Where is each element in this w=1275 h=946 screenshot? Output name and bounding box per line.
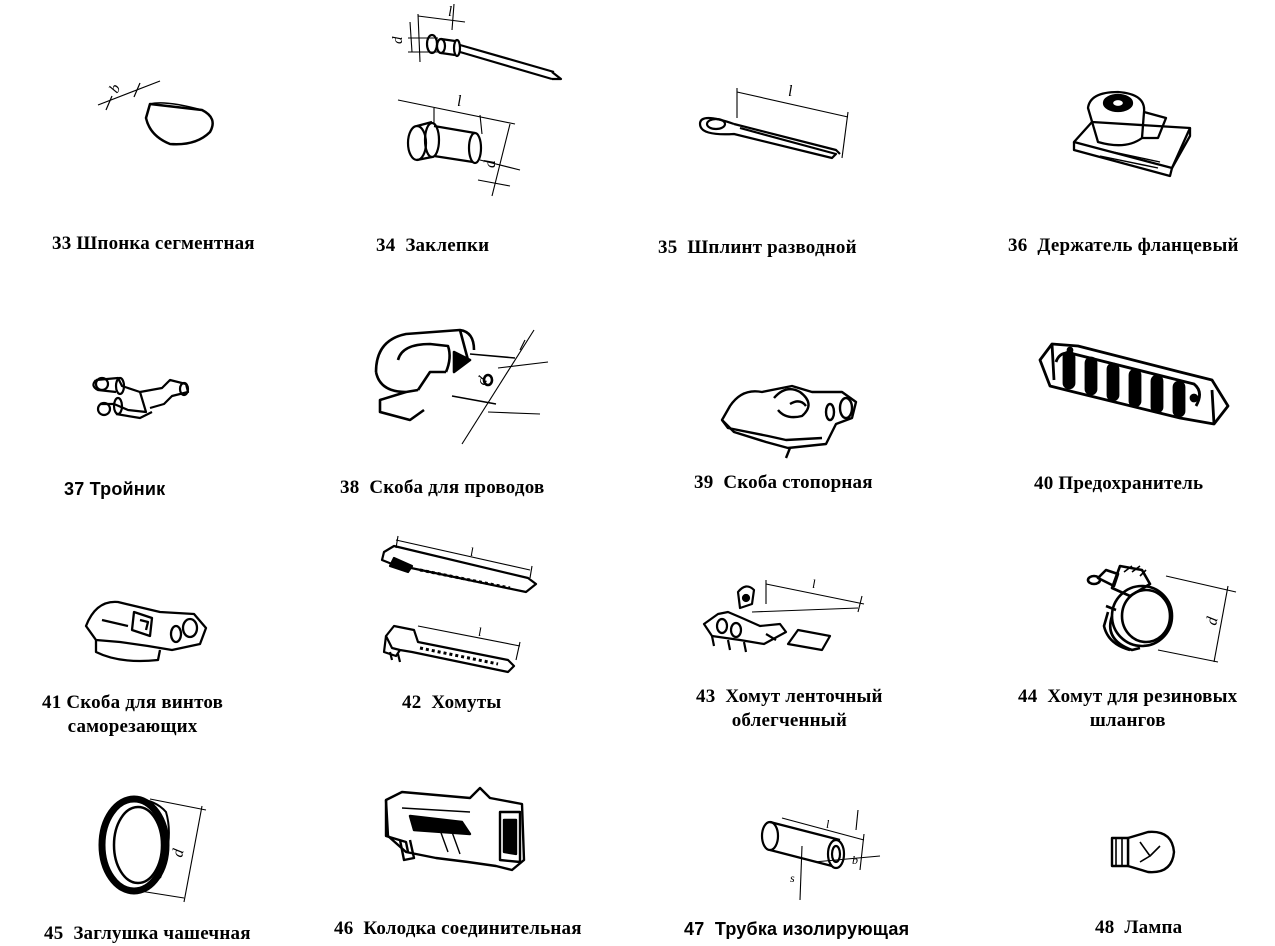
dim-d-bottom-label: d <box>482 159 499 168</box>
caption-33: 33 Шпонка сегментная <box>52 233 255 254</box>
caption-40: 40 Предохранитель <box>1034 473 1204 494</box>
caption-47: 47 Трубка изолирующая <box>684 919 910 939</box>
caption-42: 42 Хомуты <box>402 692 502 713</box>
caption-48: 48 Лампа <box>1095 917 1183 938</box>
caption-41: 41 Скоба для винтов саморезающих <box>42 692 224 737</box>
caption-43: 43 Хомут ленточный облегченный <box>696 686 883 731</box>
caption-34: 34 Заклепки <box>376 235 490 256</box>
caption-46: 46 Колодка соединительная <box>334 918 582 939</box>
caption-36: 36 Держатель фланцевый <box>1008 235 1239 256</box>
dim-l-label: l <box>826 817 830 831</box>
caption-38: 38 Скоба для проводов <box>340 477 545 498</box>
dim-s-label: s <box>790 871 795 885</box>
caption-45: 45 Заглушка чашечная <box>44 923 251 944</box>
dim-l-label: l <box>812 576 816 591</box>
dim-l-bottom-label: l <box>457 93 462 110</box>
caption-35: 35 Шплинт разводной <box>658 237 857 258</box>
dim-l-bottom-label: l <box>478 624 482 639</box>
dim-b-label: b <box>852 853 858 867</box>
dim-l-top-label: l <box>448 4 452 20</box>
dim-l-top-label: l <box>470 544 474 559</box>
caption-44: 44 Хомут для резиновых шлангов <box>1018 686 1238 731</box>
caption-37: 37 Тройник <box>64 479 166 499</box>
dim-l-label: l <box>788 83 793 100</box>
caption-39: 39 Скоба стопорная <box>694 472 873 493</box>
dim-d-top-label: d <box>390 36 406 44</box>
